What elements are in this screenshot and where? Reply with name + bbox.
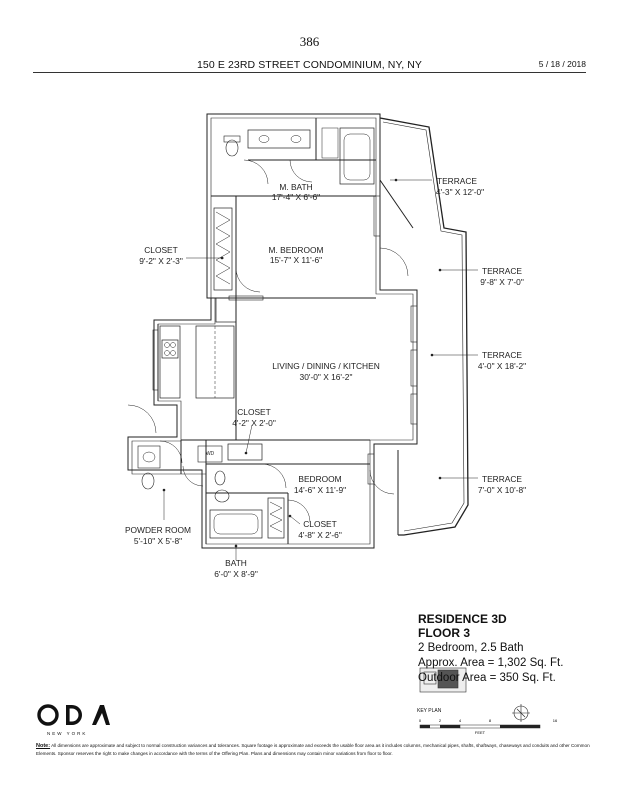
room-name-living: LIVING / DINING / KITCHEN (272, 361, 380, 371)
scale-bar: 0 2 4 8 16 FEET (419, 718, 558, 735)
residence-outdoor-area: Outdoor Area = 350 Sq. Ft. (418, 672, 556, 684)
room-dims-closet-hall: 4'-2" X 2'-0" (232, 418, 276, 428)
page-number: 386 (299, 34, 320, 49)
room-dims-terrace-3: 4'-0" X 18'-2" (478, 361, 526, 371)
scale-tick-0: 0 (419, 718, 422, 723)
room-dims-m-bedroom: 15'-7" X 11'-6" (270, 255, 322, 265)
room-dims-closet-bed: 4'-8" X 2'-6" (298, 530, 342, 540)
north-arrow-icon (512, 704, 530, 722)
room-dims-powder: 5'-10" X 5'-8" (134, 536, 182, 546)
room-name-closet-master: CLOSET (144, 245, 178, 255)
room-name-terrace-3: TERRACE (482, 350, 522, 360)
room-dims-terrace-4: 7'-0" X 10'-8" (478, 485, 526, 495)
header-rule (33, 72, 586, 73)
room-name-m-bedroom: M. BEDROOM (269, 245, 324, 255)
residence-bedrooms: 2 Bedroom, 2.5 Bath (418, 642, 524, 654)
room-dims-m-bath: 17'-4" X 6'-6" (272, 192, 320, 202)
room-name-terrace-4: TERRACE (482, 474, 522, 484)
room-dims-living: 30'-0" X 16'-2" (300, 372, 353, 382)
key-plan-label: KEY PLAN (417, 708, 442, 714)
room-name-bedroom: BEDROOM (298, 474, 341, 484)
room-dims-bath: 6'-0" X 8'-9" (214, 569, 258, 579)
room-dims-closet-master: 9'-2" X 2'-3" (139, 256, 183, 266)
scale-tick-4: 4 (459, 718, 462, 723)
residence-floor: FLOOR 3 (418, 626, 471, 640)
oda-logo (37, 704, 110, 726)
disclaimer-note: Note: All dimensions are approximate and… (36, 742, 592, 757)
document-date: 5 / 18 / 2018 (538, 59, 586, 69)
scale-tick-8: 8 (489, 718, 492, 723)
residence-title: RESIDENCE 3D (418, 612, 507, 626)
room-name-terrace-2: TERRACE (482, 266, 522, 276)
room-name-closet-bed: CLOSET (303, 519, 337, 529)
note-text: All dimensions are approximate and subje… (36, 743, 590, 756)
room-name-bath: BATH (225, 558, 247, 568)
scale-unit: FEET (475, 730, 486, 735)
brand-subtitle: NEW YORK (47, 731, 88, 736)
room-dims-bedroom: 14'-6" X 11'-9" (294, 485, 346, 495)
key-plan-thumbnail (419, 667, 467, 693)
apartment-outline (127, 113, 418, 549)
scale-tick-16: 16 (553, 718, 558, 723)
room-name-powder: POWDER ROOM (125, 525, 191, 535)
note-label: Note: (36, 743, 51, 749)
terrace-outline (379, 117, 469, 536)
room-name-m-bath: M. BATH (279, 182, 312, 192)
washer-dryer-label: WD (206, 451, 215, 457)
document-title: 150 E 23RD STREET CONDOMINIUM, NY, NY (196, 59, 423, 71)
room-dims-terrace-1: 4'-3" X 12'-0" (436, 187, 484, 197)
scale-tick-2: 2 (439, 718, 442, 723)
room-dims-terrace-2: 9'-8" X 7'-0" (480, 277, 524, 287)
room-name-terrace-1: TERRACE (437, 176, 477, 186)
residence-area: Approx. Area = 1,302 Sq. Ft. (418, 657, 564, 669)
room-name-closet-hall: CLOSET (237, 407, 271, 417)
